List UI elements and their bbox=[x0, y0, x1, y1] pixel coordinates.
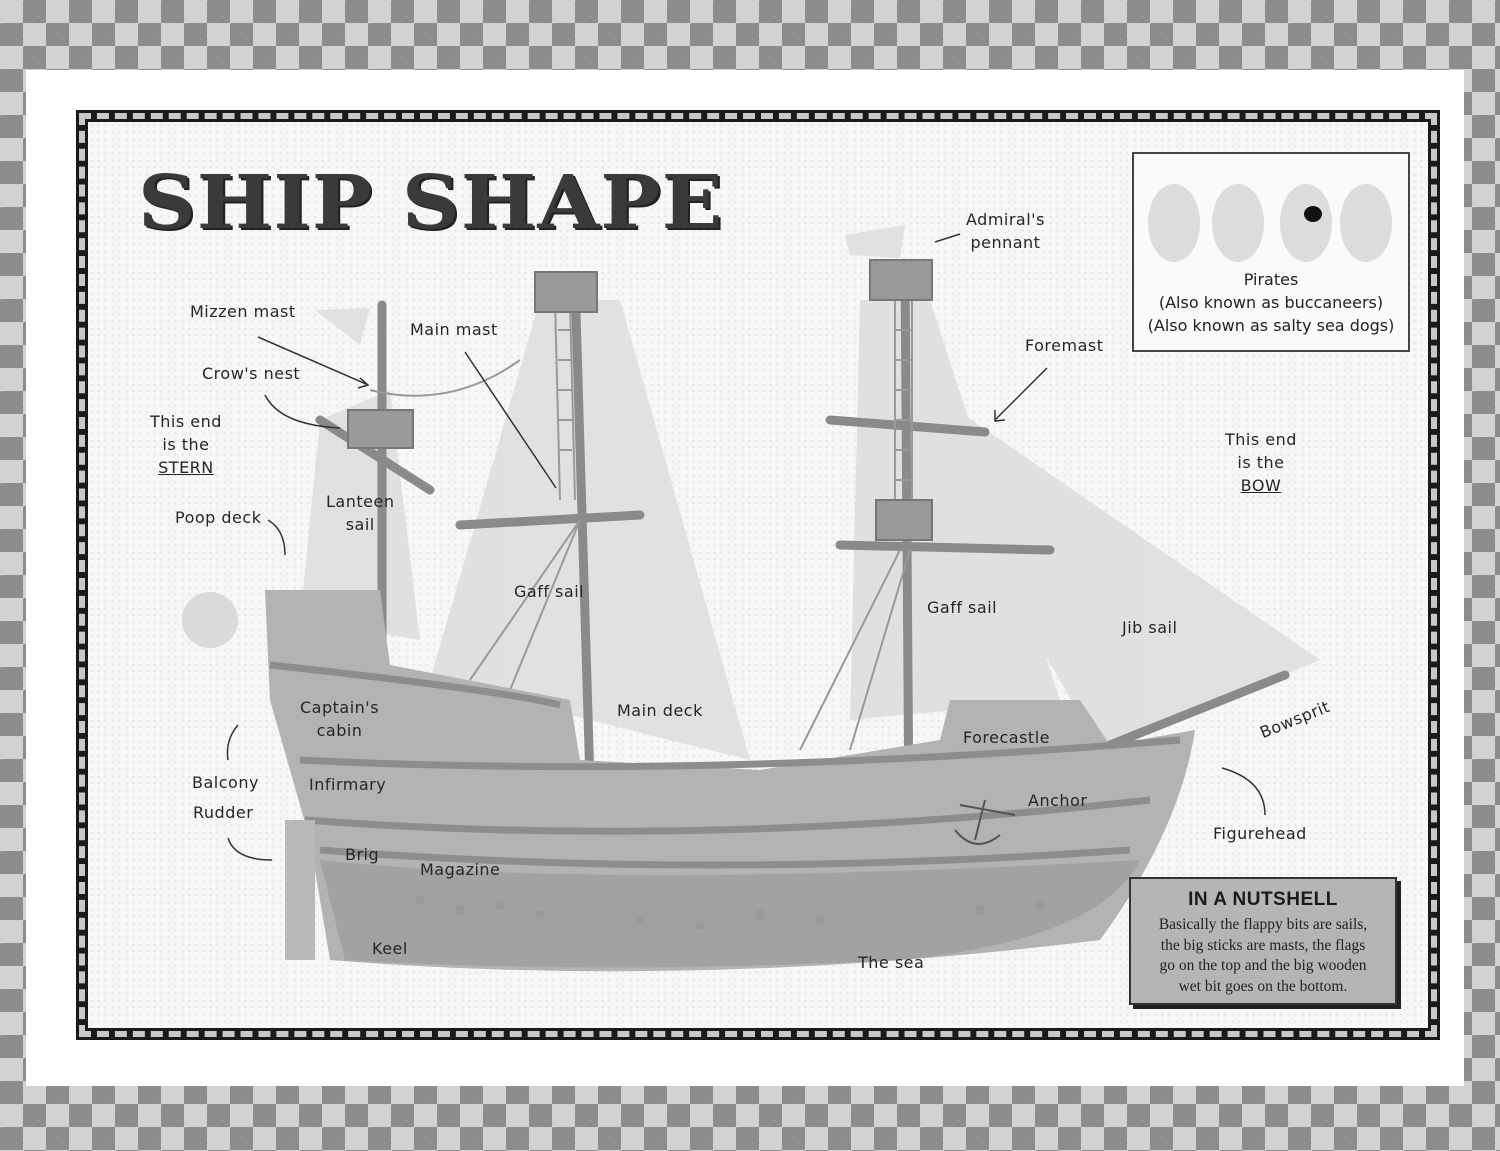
jib-sail bbox=[870, 350, 1320, 750]
pirate-face-eyepatch bbox=[1280, 184, 1332, 262]
rigging bbox=[369, 299, 913, 751]
nutshell-line: go on the top and the big wooden bbox=[1159, 957, 1367, 974]
anchor-icon bbox=[954, 799, 1016, 845]
label-forecastle: Forecastle bbox=[963, 728, 1050, 747]
pirates-title: Pirates bbox=[1243, 270, 1299, 289]
label-poop-deck: Poop deck bbox=[175, 508, 262, 527]
page-title: SHIP SHAPE bbox=[138, 160, 724, 246]
label-line: Captain's bbox=[300, 698, 380, 717]
nutshell-line: the big sticks are masts, the flags bbox=[1160, 936, 1366, 954]
rudder bbox=[285, 820, 315, 960]
label-line: This end bbox=[1225, 430, 1297, 449]
label-line: sail bbox=[345, 515, 375, 534]
label-admirals-pennant: Admiral's pennant bbox=[966, 208, 1045, 254]
pirates-box: Pirates (Also known as buccaneers) (Also… bbox=[1132, 152, 1410, 352]
label-line: Admiral's bbox=[966, 210, 1045, 229]
label-main-mast: Main mast bbox=[410, 320, 498, 339]
label-magazine: Magazine bbox=[420, 860, 501, 879]
label-lanteen-sail: Lanteen sail bbox=[326, 490, 394, 536]
label-line: is the bbox=[162, 435, 210, 454]
label-gaff-sail-fore: Gaff sail bbox=[927, 598, 998, 617]
pointer-arrows bbox=[226, 233, 1266, 861]
nutshell-box: IN A NUTSHELL Basically the flappy bits … bbox=[1129, 877, 1397, 1005]
label-line: BOW bbox=[1240, 476, 1282, 495]
pirate-face bbox=[1148, 184, 1200, 262]
pirate-face bbox=[1212, 184, 1264, 262]
label-mizzen-mast: Mizzen mast bbox=[190, 302, 296, 321]
label-anchor: Anchor bbox=[1028, 791, 1088, 810]
nutshell-line: Basically the flappy bits are sails, bbox=[1158, 916, 1368, 933]
label-keel: Keel bbox=[372, 939, 408, 958]
bowsprit bbox=[1105, 670, 1290, 750]
lanteen-sail bbox=[300, 390, 420, 640]
label-crows-nest: Crow's nest bbox=[202, 364, 301, 383]
cannonballs bbox=[415, 895, 1045, 930]
pirates-caption-line: (Also known as buccaneers) bbox=[1158, 293, 1384, 312]
nutshell-line: wet bit goes on the bottom. bbox=[1178, 977, 1348, 995]
label-foremast: Foremast bbox=[1025, 336, 1104, 355]
pirates-caption-line: (Also known as salty sea dogs) bbox=[1147, 316, 1395, 335]
label-the-sea: The sea bbox=[858, 953, 925, 972]
label-brig: Brig bbox=[345, 845, 380, 864]
main-gaff-sail bbox=[430, 300, 750, 760]
label-line: This end bbox=[150, 412, 222, 431]
label-figurehead: Figurehead bbox=[1213, 824, 1307, 843]
pirate-face bbox=[1340, 184, 1392, 262]
label-main-deck: Main deck bbox=[617, 701, 703, 720]
label-line: cabin bbox=[316, 721, 363, 740]
label-line: pennant bbox=[970, 233, 1041, 252]
label-infirmary: Infirmary bbox=[309, 775, 387, 794]
label-captains-cabin: Captain's cabin bbox=[300, 696, 379, 742]
label-gaff-sail-main: Gaff sail bbox=[514, 582, 585, 601]
nutshell-heading: IN A NUTSHELL bbox=[1188, 889, 1338, 910]
label-line: Lanteen bbox=[326, 492, 395, 511]
label-rudder: Rudder bbox=[193, 803, 254, 822]
label-line: is the bbox=[1237, 453, 1285, 472]
label-balcony: Balcony bbox=[192, 773, 259, 792]
label-jib-sail: Jib sail bbox=[1122, 618, 1178, 637]
label-line: STERN bbox=[158, 458, 214, 477]
mizzen-flag bbox=[315, 308, 370, 345]
crows-nest bbox=[347, 409, 414, 449]
admirals-pennant-flag bbox=[845, 225, 905, 258]
